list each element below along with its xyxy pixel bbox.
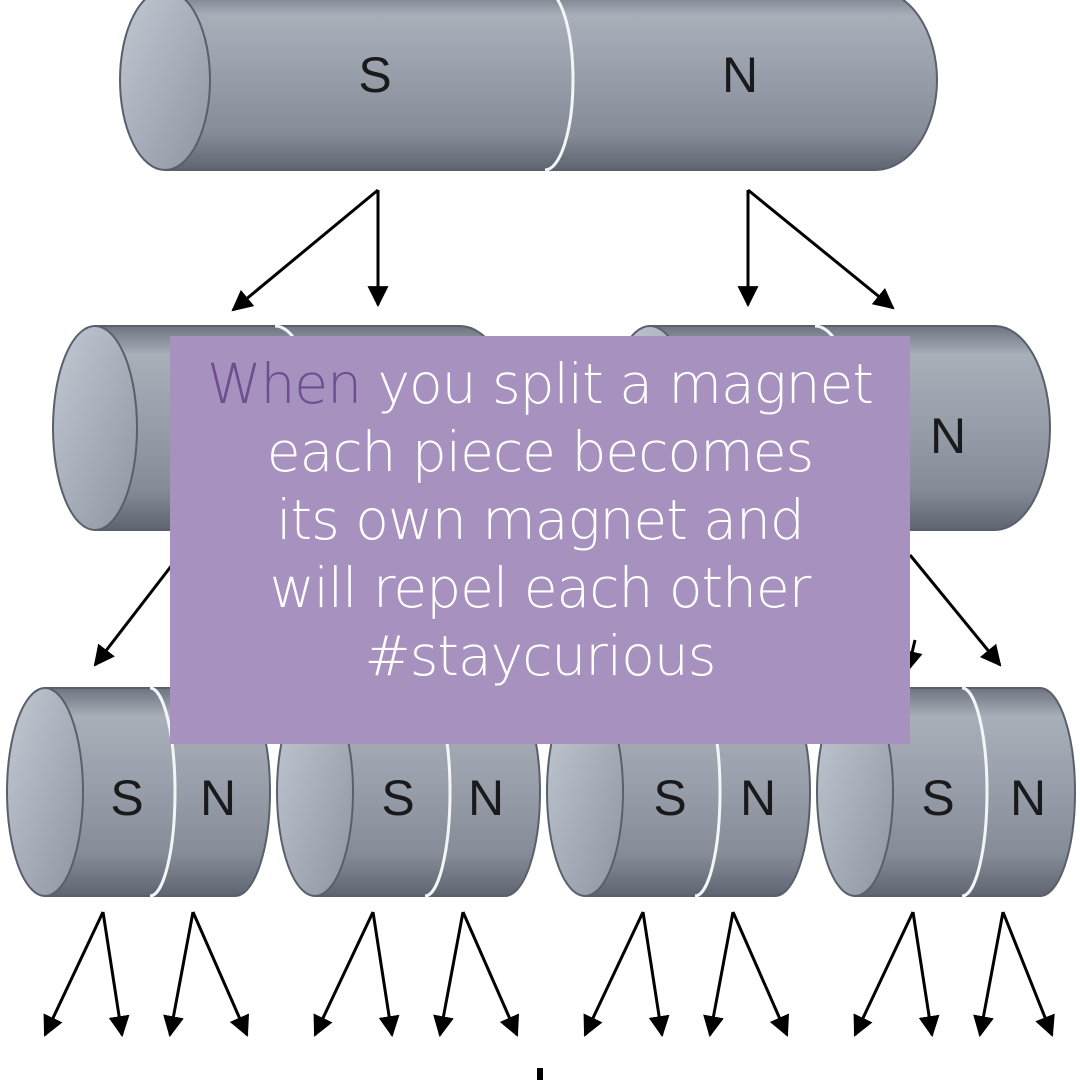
- top-magnet: S N: [119, 0, 938, 172]
- arrow: [908, 554, 1002, 667]
- arrow: [93, 564, 174, 667]
- caption-accent-word: When: [207, 352, 362, 416]
- arrow: [853, 911, 915, 1037]
- caption-line-1-rest: you split a magnet: [361, 352, 873, 416]
- top-split-arrows: [231, 188, 895, 312]
- arrow: [583, 911, 645, 1037]
- bottom-magnet-2-s-label: S: [381, 770, 414, 826]
- arrow: [641, 911, 670, 1038]
- arrow: [231, 188, 379, 312]
- caption-line-2: each piece becomes: [266, 420, 814, 484]
- caption-box: When you split a magnet each piece becom…: [170, 336, 910, 744]
- top-magnet-s-label: S: [358, 47, 391, 103]
- arrow: [163, 911, 195, 1038]
- arrow: [747, 188, 895, 310]
- bottom-magnet-1-n-label: N: [200, 770, 236, 826]
- top-magnet-n-label: N: [722, 47, 758, 103]
- arrow: [191, 911, 250, 1037]
- bottom-magnet-4-s-label: S: [921, 770, 954, 826]
- arrow: [433, 911, 465, 1038]
- arrow: [461, 911, 520, 1037]
- bottom-split-arrows: [43, 911, 1055, 1038]
- arrow: [973, 911, 1005, 1038]
- arrow: [371, 911, 400, 1038]
- middle-right-n-label: N: [930, 408, 966, 464]
- bottom-magnet-1-s-label: S: [110, 770, 143, 826]
- arrow: [43, 911, 105, 1037]
- caption-line-4: will repel each other: [269, 556, 812, 620]
- arrow: [313, 911, 375, 1037]
- bottom-magnet-3-n-label: N: [740, 770, 776, 826]
- caption-hashtag: #staycurious: [364, 624, 717, 688]
- arrow: [703, 911, 735, 1038]
- caption-line-1: When you split a magnet: [170, 350, 910, 418]
- arrow: [911, 911, 940, 1038]
- arrow: [1001, 911, 1055, 1037]
- arrow: [731, 911, 790, 1037]
- caption-line-3: its own magnet and: [276, 488, 804, 552]
- bottom-magnet-4-n-label: N: [1010, 770, 1046, 826]
- arrow: [101, 911, 130, 1038]
- bottom-magnet-3-s-label: S: [653, 770, 686, 826]
- bottom-magnet-2-n-label: N: [468, 770, 504, 826]
